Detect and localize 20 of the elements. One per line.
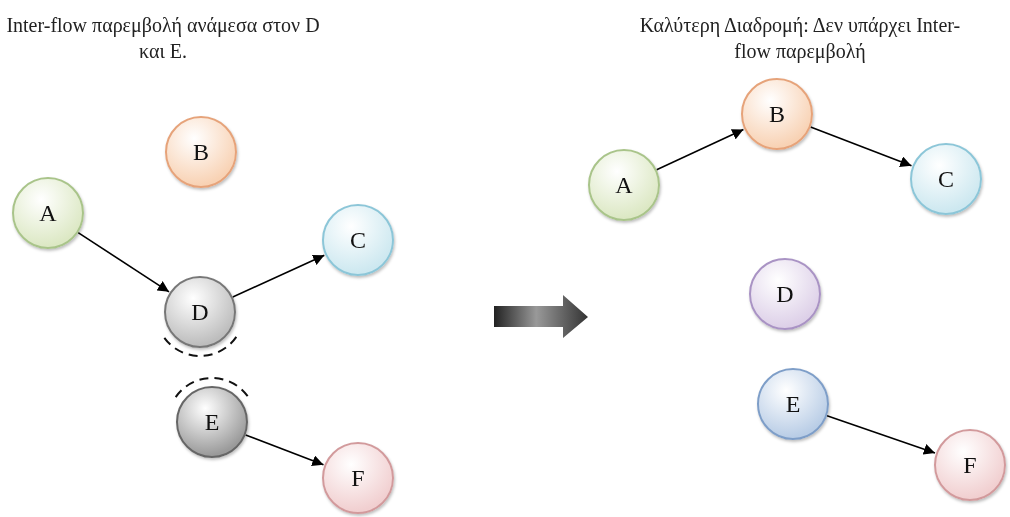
node-circle: A bbox=[12, 177, 84, 249]
arrow bbox=[244, 434, 325, 466]
node-circle: E bbox=[176, 386, 248, 458]
node-circle: C bbox=[322, 204, 394, 276]
node-circle: A bbox=[588, 149, 660, 221]
arrow bbox=[77, 231, 170, 293]
panel-heading: Καλύτερη Διαδρομή: Δεν υπάρχει Inter-flow παρεμβολή bbox=[638, 13, 962, 64]
arrow bbox=[809, 126, 913, 167]
node-circle: E bbox=[757, 368, 829, 440]
arrow bbox=[231, 254, 326, 298]
arrow bbox=[826, 414, 936, 455]
node-circle: F bbox=[934, 429, 1006, 501]
node-circle: D bbox=[749, 258, 821, 330]
node-circle: B bbox=[741, 78, 813, 150]
node-circle: C bbox=[910, 143, 982, 215]
arrow bbox=[655, 128, 745, 171]
panel-heading: Inter-flow παρεμβολή ανάμεσα στον D και E. bbox=[5, 13, 321, 64]
node-circle: B bbox=[165, 116, 237, 188]
node-circle: D bbox=[164, 276, 236, 348]
node-circle: F bbox=[322, 442, 394, 514]
